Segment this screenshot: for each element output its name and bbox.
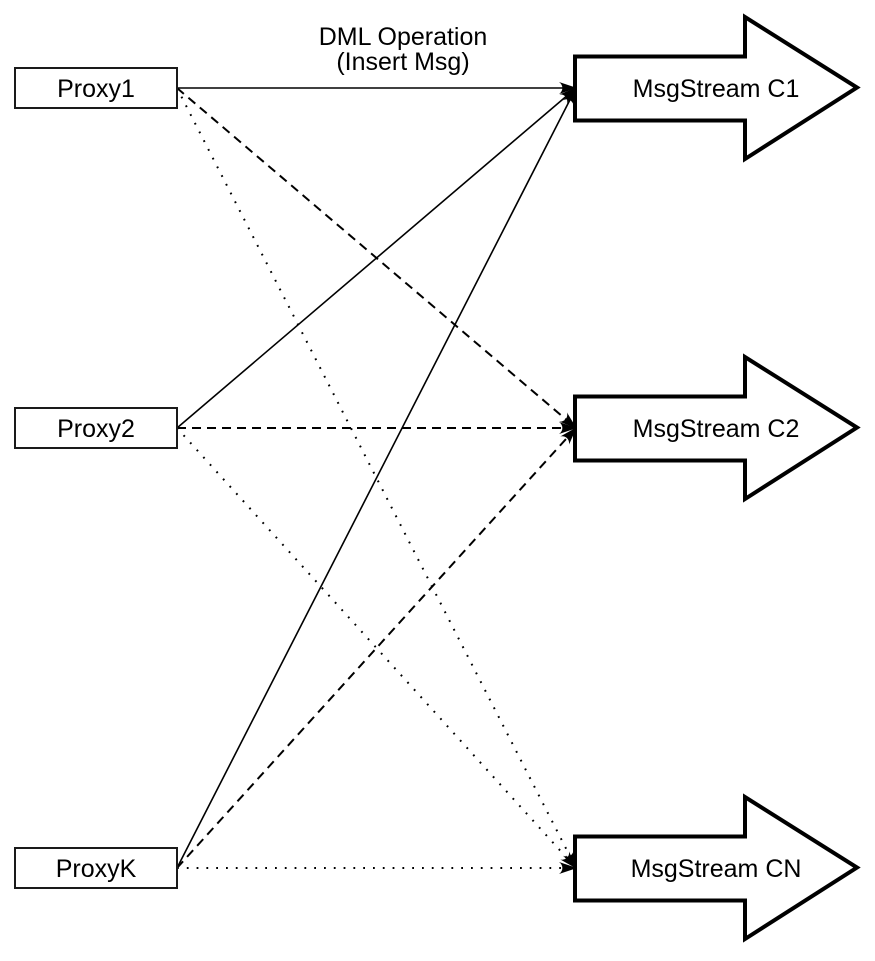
proxyk-box bbox=[14, 847, 178, 889]
node-proxyk: ProxyK bbox=[14, 847, 178, 889]
node-msgstream-c1: MsgStream C1 bbox=[573, 13, 861, 163]
edge-proxyk-to-c1 bbox=[176, 87, 577, 869]
msgstream-c1-label: MsgStream C1 bbox=[633, 75, 800, 103]
msgstream-c2-arrow-shape bbox=[573, 353, 861, 503]
edge-proxy2-to-cn bbox=[176, 427, 577, 869]
edge-proxyk-to-c2 bbox=[176, 427, 577, 869]
node-proxy2: Proxy2 bbox=[14, 407, 178, 449]
proxy1-box bbox=[14, 67, 178, 109]
msgstream-c1-arrow-shape bbox=[573, 13, 861, 163]
msgstream-cn-label: MsgStream CN bbox=[631, 855, 802, 883]
msgstream-c2-label: MsgStream C2 bbox=[633, 415, 800, 443]
edges bbox=[176, 82, 577, 874]
proxyk-label: ProxyK bbox=[56, 855, 137, 883]
proxy2-box bbox=[14, 407, 178, 449]
edge-annotation: DML Operation (Insert Msg) bbox=[319, 23, 488, 76]
node-proxy1: Proxy1 bbox=[14, 67, 178, 109]
node-msgstream-c2: MsgStream C2 bbox=[573, 353, 861, 503]
edge-proxy2-to-c1 bbox=[176, 87, 577, 429]
annotation-line1: DML Operation bbox=[319, 23, 488, 51]
proxy1-label: Proxy1 bbox=[57, 75, 135, 103]
proxy2-label: Proxy2 bbox=[57, 415, 135, 443]
annotation-line2: (Insert Msg) bbox=[336, 48, 469, 76]
node-msgstream-cn: MsgStream CN bbox=[573, 793, 861, 943]
msgstream-cn-arrow-shape bbox=[573, 793, 861, 943]
